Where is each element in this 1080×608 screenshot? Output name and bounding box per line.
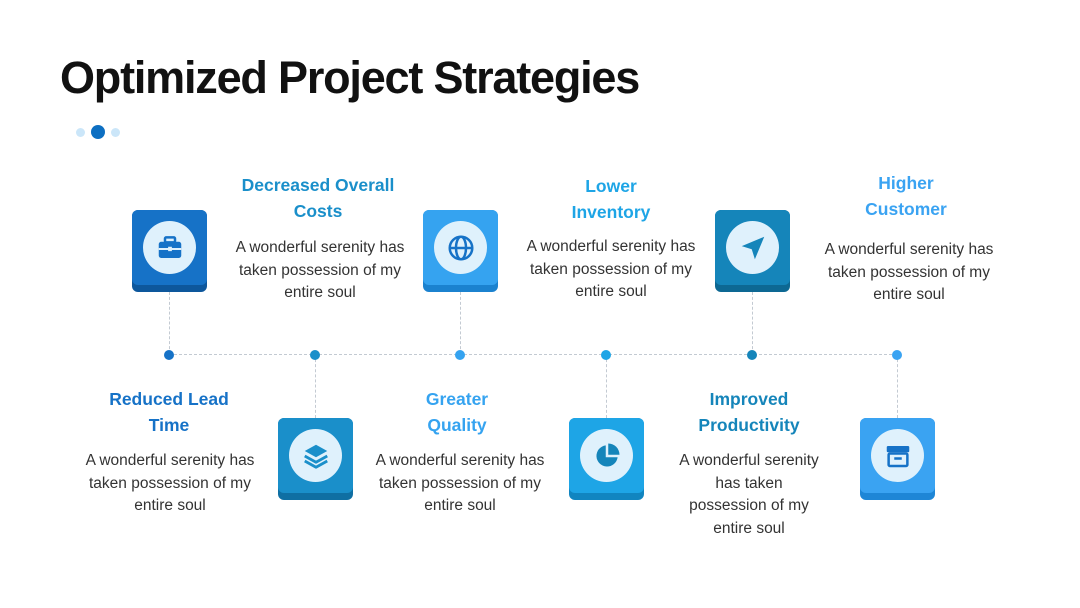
timeline-node <box>601 350 611 360</box>
briefcase-icon <box>143 221 196 274</box>
globe-icon <box>434 221 487 274</box>
connector-line <box>752 292 753 354</box>
timeline-node <box>455 350 465 360</box>
step-description: A wonderful serenity has taken possessio… <box>526 238 696 300</box>
layers-icon <box>289 429 342 482</box>
step-label: Greater Quality <box>425 389 489 435</box>
step-description: A wonderful serenity has taken possessio… <box>375 452 545 514</box>
connector-line <box>169 292 170 354</box>
dot-active <box>91 125 105 139</box>
step-label: Decreased Overall Costs <box>241 175 395 221</box>
page-title: Optimized Project Strategies <box>60 52 640 103</box>
step-description: A wonderful serenity has taken possessio… <box>679 452 819 537</box>
connector-line <box>315 354 316 418</box>
step-label: Improved Productivity <box>698 389 800 435</box>
timeline-node <box>892 350 902 360</box>
archive-icon <box>871 429 924 482</box>
connector-line <box>606 354 607 418</box>
connector-line <box>460 292 461 354</box>
send-icon <box>726 221 779 274</box>
step-description: A wonderful serenity has taken possessio… <box>235 239 405 301</box>
step-label: Higher Customer <box>865 173 947 219</box>
pie-chart-icon <box>580 429 633 482</box>
timeline-node <box>164 350 174 360</box>
timeline-node <box>310 350 320 360</box>
step-tile <box>715 210 790 292</box>
step-tile <box>423 210 498 292</box>
step-description: A wonderful serenity has taken possessio… <box>85 452 255 514</box>
timeline-node <box>747 350 757 360</box>
step-tile <box>860 418 935 500</box>
dot-left <box>76 128 85 137</box>
timeline-line <box>169 354 897 355</box>
step-label: Lower Inventory <box>571 176 651 222</box>
step-tile <box>278 418 353 500</box>
step-tile <box>132 210 207 292</box>
step-label: Reduced Lead Time <box>109 389 229 435</box>
step-description: A wonderful serenity has taken possessio… <box>824 241 994 303</box>
dot-right <box>111 128 120 137</box>
step-tile <box>569 418 644 500</box>
connector-line <box>897 354 898 418</box>
